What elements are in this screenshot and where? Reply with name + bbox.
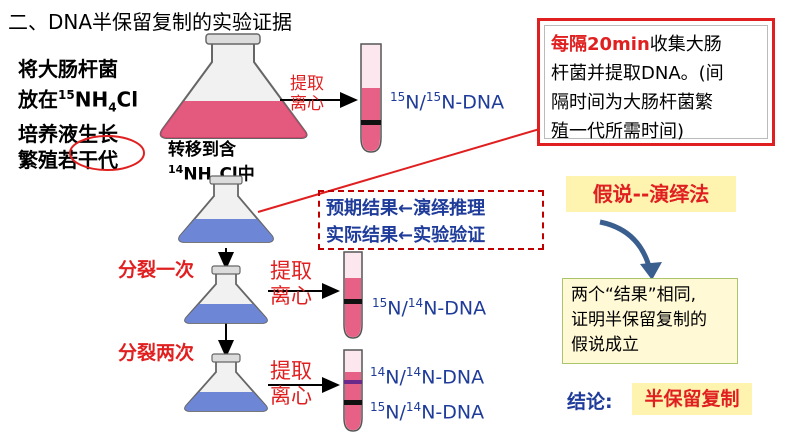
result-1-n1: N/	[405, 91, 426, 114]
intro-line-4-pre: 繁殖	[18, 147, 58, 172]
summary-line-2: 证明半保留复制的	[571, 310, 707, 330]
result-3b-sup1: 15	[370, 400, 386, 414]
result-3b-sup2: 14	[405, 400, 422, 414]
operation-label-1-line2: 离心	[290, 94, 324, 114]
summary-line-3: 假说成立	[571, 335, 639, 355]
result-3a-n2: N-DNA	[421, 366, 485, 389]
intro-line-3: 培养液生长	[18, 121, 118, 146]
conclusion-value: 半保留复制	[632, 383, 752, 415]
flask-initial	[159, 33, 308, 139]
result-2-sup2: 14	[407, 296, 424, 310]
reasoning-expected: 预期结果	[326, 198, 398, 219]
note-line-4: 殖一代所需时间)	[551, 121, 685, 142]
circle-highlight	[69, 135, 145, 171]
page-title: 二、DNA半保留复制的实验证据	[8, 10, 293, 34]
result-3a-sup2: 14	[405, 365, 422, 379]
tube-2	[343, 251, 363, 339]
result-label-2: 15N/14N-DNA	[372, 296, 486, 319]
transfer-text: 转移到含 14NH4Cl中	[168, 140, 255, 191]
intro-line-2: 放在15NH4Cl	[18, 82, 138, 121]
connector-note-line	[257, 122, 561, 213]
conclusion-label: 结论:	[567, 391, 613, 413]
tube-3	[343, 349, 363, 432]
reasoning-line-1: 预期结果←演绎推理	[326, 194, 485, 220]
operation-label-2-line1: 提取	[270, 259, 312, 283]
result-3b-n2: N-DNA	[421, 401, 485, 424]
reasoning-arrow-2: ←	[398, 225, 414, 246]
curved-arrow-head	[640, 262, 662, 280]
method-label: 假说--演绎法	[566, 176, 736, 212]
result-label-3b: 15N/14N-DNA	[370, 400, 484, 423]
intro-line-2-mid: NH	[74, 87, 109, 112]
intro-text: 将大肠杆菌 放在15NH4Cl 培养液生长 繁殖若干代	[18, 56, 138, 173]
reasoning-box: 预期结果←演绎推理 实际结果←实验验证	[318, 190, 544, 250]
flask-gen-1	[184, 265, 268, 324]
note-line-1: 每隔20min收集大肠	[551, 30, 761, 59]
reasoning-deduction: 演绎推理	[413, 198, 486, 219]
result-2-n1: N/	[387, 297, 408, 320]
note-line-1-rest: 收集大肠	[649, 34, 722, 55]
intro-line-2-pre: 放在	[18, 87, 58, 112]
result-label-3a: 14N/14N-DNA	[370, 365, 484, 388]
operation-label-1: 提取 离心	[290, 74, 324, 114]
result-1-sup2: 15	[425, 90, 442, 104]
summary-line-1: 两个“结果”相同,	[571, 285, 697, 305]
transfer-line-1: 转移到含	[168, 140, 236, 160]
intro-line-2-sub: 4	[108, 100, 117, 115]
result-3a-n1: N/	[385, 366, 406, 389]
reasoning-actual: 实际结果	[326, 225, 398, 246]
note-highlight: 每隔20min	[551, 34, 650, 55]
result-label-1: 15N/15N-DNA	[390, 90, 504, 113]
operation-label-2: 提取 离心	[270, 259, 312, 309]
result-3b-n1: N/	[385, 401, 406, 424]
operation-label-1-line1: 提取	[290, 74, 324, 94]
note-box: 每隔20min收集大肠 杆菌并提取DNA。(间 隔时间为大肠杆菌繁 殖一代所需时…	[537, 18, 775, 146]
transfer-sup: 14	[168, 163, 184, 176]
step-label-second: 分裂两次	[118, 342, 195, 364]
operation-label-3-line1: 提取	[270, 359, 312, 383]
result-1-sup1: 15	[390, 90, 406, 104]
operation-label-3: 提取 离心	[270, 359, 312, 409]
step-label-first: 分裂一次	[118, 259, 195, 281]
curved-arrow	[599, 219, 653, 271]
transfer-mid: NH	[183, 164, 212, 185]
intro-line-2-post: Cl	[116, 87, 139, 112]
reasoning-verification: 实验验证	[413, 225, 486, 246]
flask-gen-2	[184, 353, 268, 412]
intro-line-1: 将大肠杆菌	[18, 57, 118, 81]
result-3a-sup1: 14	[370, 365, 386, 379]
operation-label-3-line2: 离心	[270, 384, 312, 408]
flask-transfer	[178, 175, 274, 243]
reasoning-arrow-1: ←	[398, 198, 414, 219]
reasoning-line-2: 实际结果←实验验证	[326, 221, 485, 247]
result-2-n2: N-DNA	[423, 297, 487, 320]
tube-1	[360, 43, 382, 153]
result-1-n2: N-DNA	[441, 91, 505, 114]
operation-label-2-line2: 离心	[270, 284, 312, 308]
note-line-3: 隔时间为大肠杆菌繁	[551, 92, 713, 113]
intro-line-2-sup: 15	[58, 88, 75, 102]
summary-box: 两个“结果”相同, 证明半保留复制的 假说成立	[562, 278, 738, 364]
note-line-2: 杆菌并提取DNA。(间	[551, 63, 724, 84]
result-2-sup1: 15	[372, 296, 388, 310]
